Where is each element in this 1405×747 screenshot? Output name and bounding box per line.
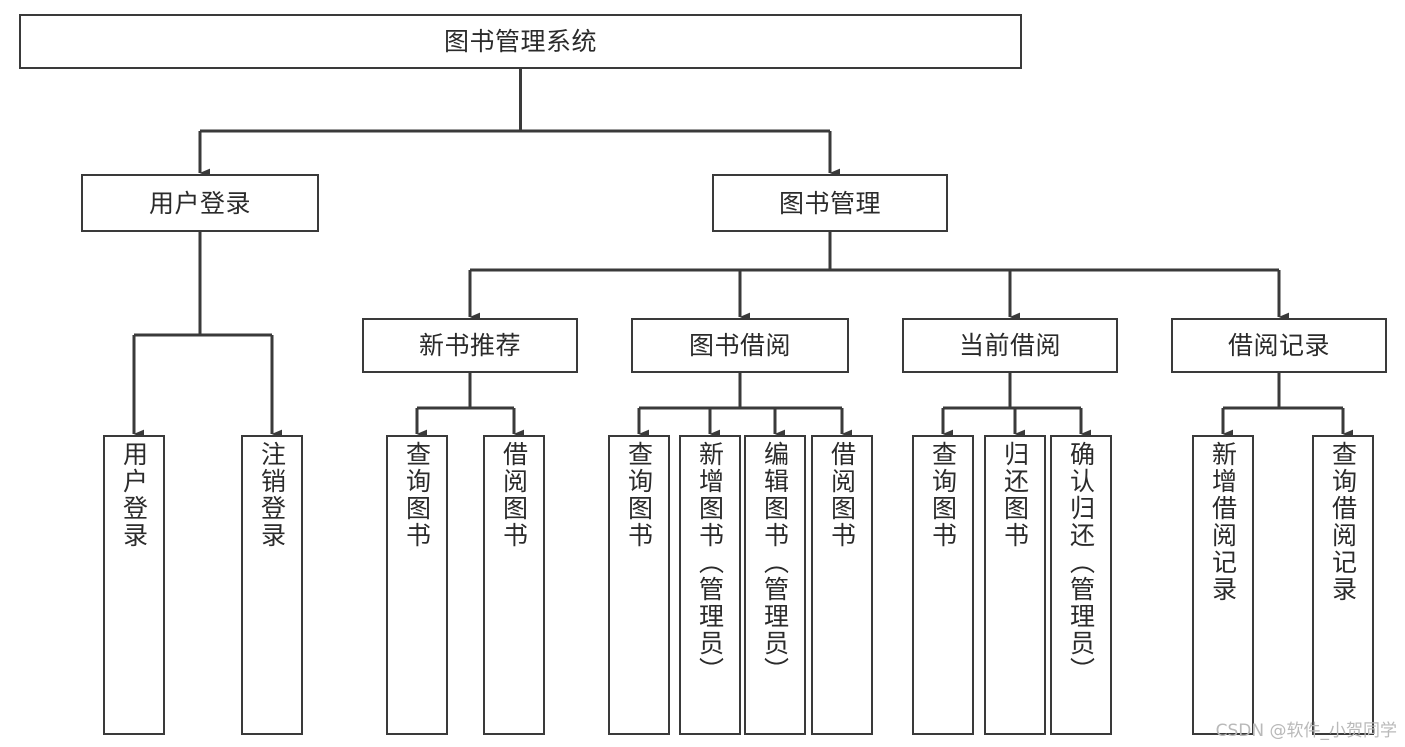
node-label: 用户登录 [148, 188, 251, 218]
node-label: 归还图书 [1000, 441, 1030, 549]
node-leaf-nbr-query[interactable]: 查询图书 [386, 435, 448, 735]
node-label: 确认归还（管理员） [1066, 441, 1096, 684]
node-label: 图书借阅 [688, 331, 791, 360]
node-root[interactable]: 图书管理系统 [19, 14, 1022, 69]
node-leaf-br-query[interactable]: 查询借阅记录 [1312, 435, 1374, 735]
node-label: 借阅图书 [499, 441, 529, 549]
node-leaf-cb-confirm[interactable]: 确认归还（管理员） [1050, 435, 1112, 735]
watermark-text: CSDN @软件_小贺同学 [1215, 721, 1397, 741]
node-leaf-bb-add[interactable]: 新增图书（管理员） [679, 435, 741, 735]
node-label: 查询图书 [928, 441, 958, 549]
node-label: 用户登录 [119, 441, 149, 549]
node-borrow-record[interactable]: 借阅记录 [1171, 318, 1387, 373]
node-label: 查询图书 [624, 441, 654, 549]
node-label: 编辑图书（管理员） [760, 441, 790, 684]
node-book-manage[interactable]: 图书管理 [712, 174, 948, 232]
node-label: 图书管理 [778, 188, 881, 218]
node-leaf-cb-return[interactable]: 归还图书 [984, 435, 1046, 735]
node-label: 注销登录 [257, 441, 287, 549]
node-book-borrow[interactable]: 图书借阅 [631, 318, 849, 373]
node-leaf-bb-borrow[interactable]: 借阅图书 [811, 435, 873, 735]
node-label: 新书推荐 [418, 331, 521, 360]
node-user-login[interactable]: 用户登录 [81, 174, 319, 232]
node-label: 新增图书（管理员） [695, 441, 725, 684]
node-label: 查询图书 [402, 441, 432, 549]
node-leaf-bb-query[interactable]: 查询图书 [608, 435, 670, 735]
node-current-borrow[interactable]: 当前借阅 [902, 318, 1118, 373]
node-leaf-br-add[interactable]: 新增借阅记录 [1192, 435, 1254, 735]
node-label: 借阅图书 [827, 441, 857, 549]
node-leaf-user-logout[interactable]: 注销登录 [241, 435, 303, 735]
node-label: 新增借阅记录 [1208, 441, 1238, 603]
node-leaf-nbr-borrow[interactable]: 借阅图书 [483, 435, 545, 735]
node-new-book-rec[interactable]: 新书推荐 [362, 318, 578, 373]
node-label: 查询借阅记录 [1328, 441, 1358, 603]
node-label: 借阅记录 [1227, 331, 1330, 360]
node-label: 当前借阅 [958, 331, 1061, 360]
node-label: 图书管理系统 [443, 27, 597, 56]
node-leaf-bb-edit[interactable]: 编辑图书（管理员） [744, 435, 806, 735]
node-leaf-user-login[interactable]: 用户登录 [103, 435, 165, 735]
node-leaf-cb-query[interactable]: 查询图书 [912, 435, 974, 735]
